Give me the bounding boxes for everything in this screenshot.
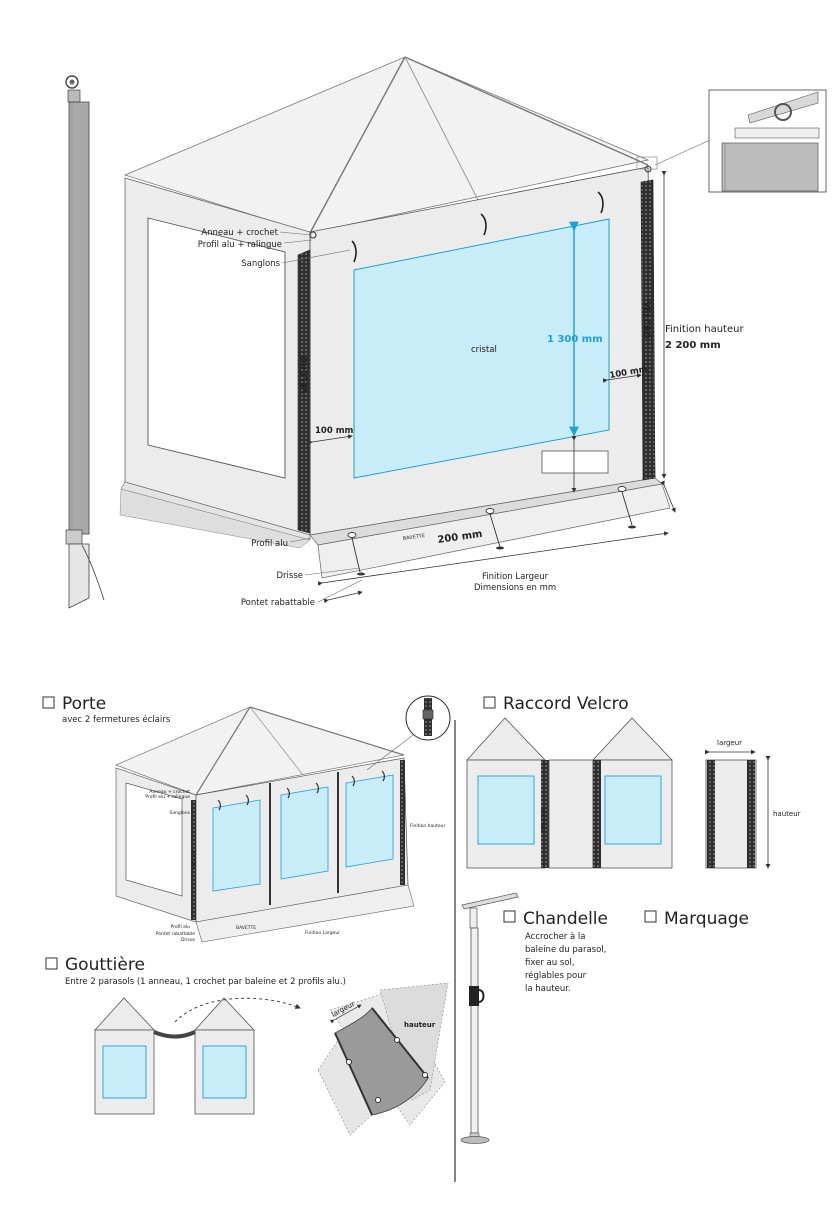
porte-profil-alu-label: Profil alu xyxy=(170,924,190,930)
marquage-title: Marquage xyxy=(664,909,749,929)
dim-line-100-right xyxy=(602,373,642,383)
chandelle-desc-3: fixer au sol, xyxy=(525,958,575,968)
velcro-label-left: VELCRO xyxy=(300,356,310,394)
profil-alu-label: Profil alu xyxy=(251,539,288,549)
anneau-label: Anneau + crochet xyxy=(201,228,278,238)
porte-anneau-label: Anneau + crochet xyxy=(149,789,190,795)
velcro-label-right: VELCRO xyxy=(641,301,651,339)
porte-checkbox[interactable] xyxy=(42,696,55,709)
dim-line-pontet xyxy=(323,590,363,604)
porte-title: Porte xyxy=(62,694,106,714)
pontet-label: Pontet rabattable xyxy=(241,598,315,608)
porte-velcro-label: VELCRO xyxy=(191,850,197,870)
leader-lines xyxy=(279,231,363,603)
dim-2200-label: 2 200 mm xyxy=(665,340,721,351)
finition-largeur-label: Finition Largeur xyxy=(482,572,549,582)
raccord-title: Raccord Velcro xyxy=(503,694,629,714)
drisse-label: Drisse xyxy=(277,571,304,581)
gouttiere-checkbox[interactable] xyxy=(45,957,58,970)
porte-sanglons-label: Sanglons xyxy=(169,810,190,816)
profil-ralingue-label: Profil alu + ralingue xyxy=(198,240,282,250)
chandelle-checkbox[interactable] xyxy=(503,910,516,923)
dimensions-label: Dimensions en mm xyxy=(474,583,556,593)
sanglons-label: Sanglons xyxy=(241,259,280,269)
dim-100-left-label: 100 mm xyxy=(315,426,354,436)
cristal-label: cristal xyxy=(471,345,497,355)
raccord-drawing xyxy=(466,717,771,869)
gouttiere-title: Gouttière xyxy=(65,955,145,975)
porte-tent-drawing xyxy=(115,695,451,943)
raccord-velcro-label: VELCRO xyxy=(541,809,547,831)
porte-subtitle: avec 2 fermetures éclairs xyxy=(62,714,171,725)
chandelle-drawing xyxy=(460,892,519,1144)
dim-line-100-left xyxy=(307,434,353,445)
porte-bavette-label: BAVETTE xyxy=(236,925,256,931)
dim-line-largeur xyxy=(317,531,669,586)
porte-drisse-label: Drisse xyxy=(181,937,195,943)
porte-pontet-label: Pontet rabattable xyxy=(156,931,196,937)
gouttiere-drawing xyxy=(94,982,449,1136)
chandelle-desc-5: la hauteur. xyxy=(525,984,571,994)
gouttiere-hauteur-label: hauteur xyxy=(404,1021,436,1029)
chandelle-desc-2: baleine du parasol, xyxy=(525,945,606,955)
dim-1300-label: 1 300 mm xyxy=(547,334,603,345)
raccord-checkbox[interactable] xyxy=(483,696,496,709)
finition-hauteur-label: Finition hauteur xyxy=(665,324,744,335)
porte-finition-largeur-label: Finition Largeur xyxy=(305,930,340,936)
side-profile-drawing xyxy=(65,75,105,609)
raccord-largeur-label: largeur xyxy=(717,739,742,747)
marquage-checkbox[interactable] xyxy=(644,910,657,923)
main-tent-drawing xyxy=(119,56,671,579)
profile-detail-inset xyxy=(636,89,827,193)
porte-profil-ralingue-label: Profil alu + ralingue xyxy=(145,794,190,800)
porte-finition-hauteur-label: Finition hauteur xyxy=(410,823,446,829)
chandelle-desc-4: réglables pour xyxy=(525,970,587,981)
raccord-hauteur-label: hauteur xyxy=(773,810,801,818)
chandelle-title: Chandelle xyxy=(523,909,608,929)
chandelle-desc-1: Accrocher à la xyxy=(525,932,586,942)
gouttiere-subtitle: Entre 2 parasols (1 anneau, 1 crochet pa… xyxy=(65,977,346,987)
dim-line-bavette xyxy=(660,480,676,513)
